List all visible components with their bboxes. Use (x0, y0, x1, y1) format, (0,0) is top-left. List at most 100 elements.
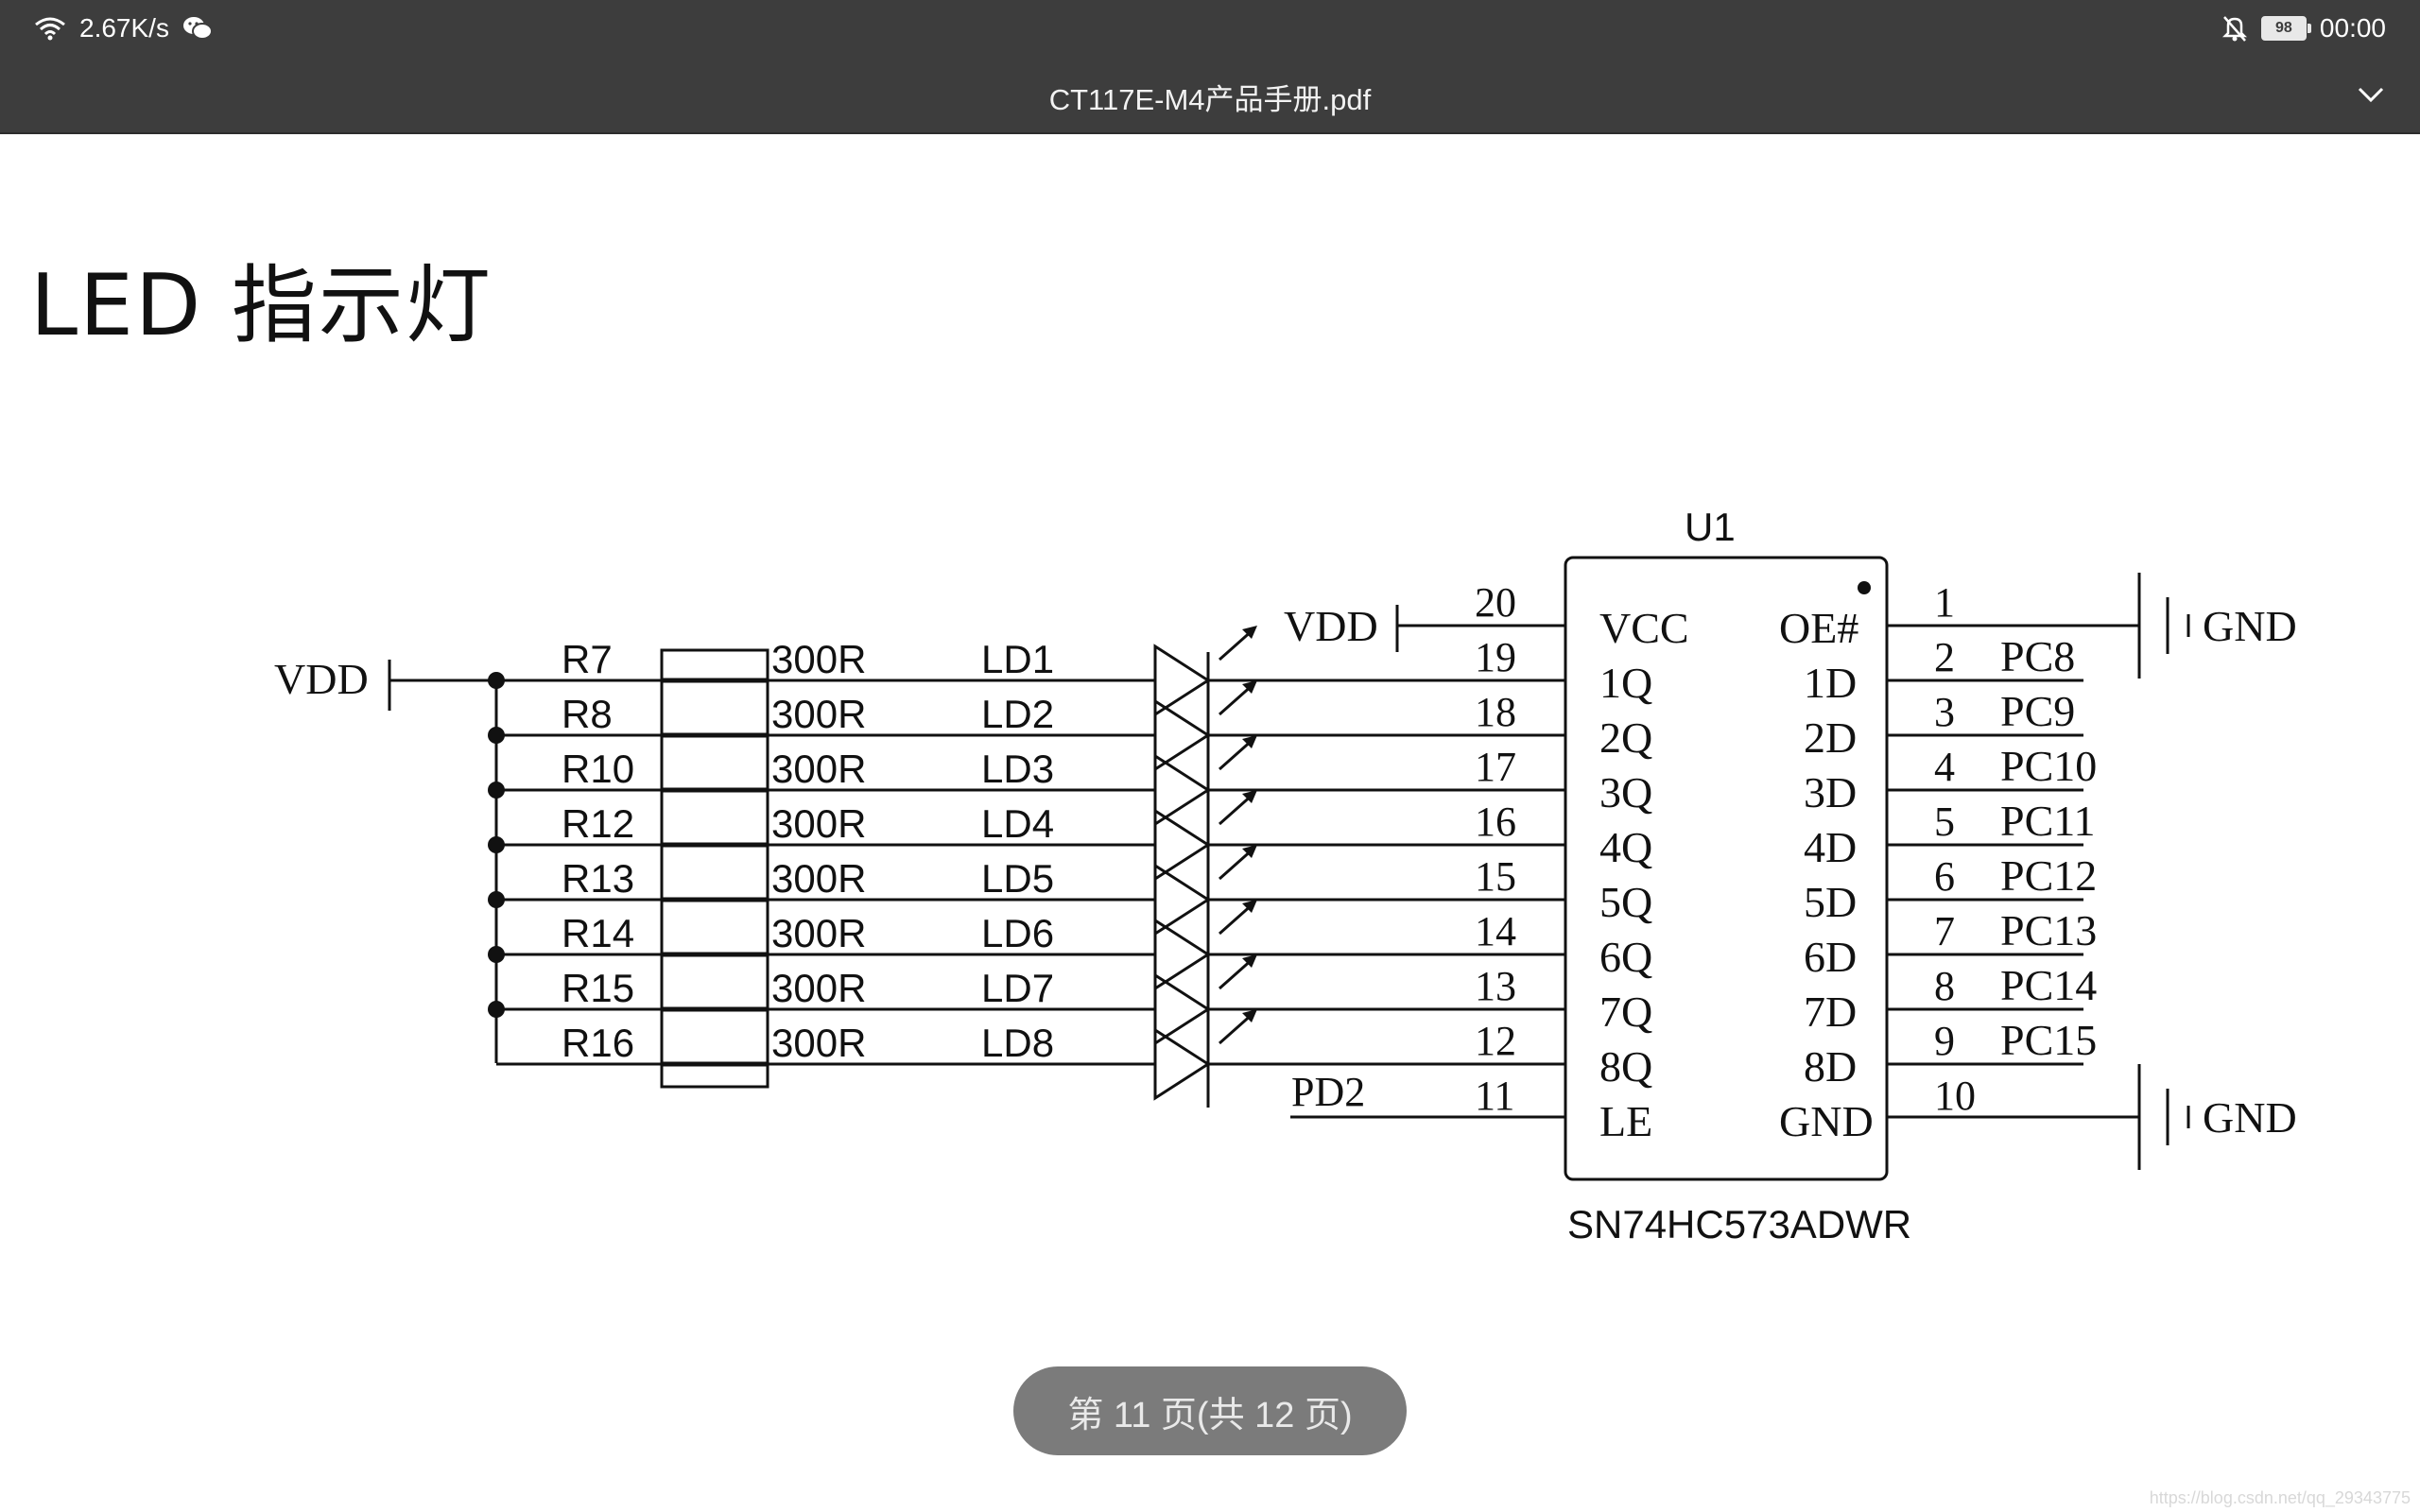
led-emission-arrowhead (1242, 1009, 1257, 1022)
led-label: LD1 (981, 637, 1054, 681)
resistor-label: R7 (562, 637, 613, 681)
resistor-label: R8 (562, 692, 613, 736)
led-emission-arrowhead (1242, 845, 1257, 858)
junction-dot (488, 727, 505, 744)
right-pin-name: GND (1779, 1097, 1874, 1145)
chevron-down-icon[interactable] (2354, 77, 2388, 112)
junction-dot (488, 782, 505, 799)
led-symbol (1153, 1027, 1211, 1101)
led-symbol (1153, 863, 1211, 936)
led-symbol (1153, 972, 1211, 1046)
clock: 00:00 (2319, 13, 2386, 43)
led-symbol (1153, 753, 1211, 827)
page-heading: LED 指示灯 (30, 256, 493, 355)
left-pin-name: 3Q (1599, 768, 1652, 816)
document-title: CT117E-M4产品手册.pdf (1048, 83, 1372, 116)
junction-dot (488, 946, 505, 963)
left-pin-number: 12 (1475, 1018, 1516, 1064)
input-net-label: PC13 (2000, 906, 2097, 954)
status-right: 98 00:00 (2221, 9, 2386, 47)
left-pin-number: 20 (1475, 579, 1516, 626)
resistor-value: 300R (771, 911, 866, 955)
left-pin-number: 11 (1475, 1073, 1514, 1119)
resistor-value: 300R (771, 637, 866, 681)
watermark: https://blog.csdn.net/qq_29343775 (2149, 1488, 2411, 1507)
resistor-label: R14 (562, 911, 634, 955)
right-pin-number: 9 (1934, 1018, 1955, 1064)
right-pin-name: 8D (1804, 1042, 1857, 1091)
battery-level: 98 (2275, 20, 2292, 36)
right-pin-number: 1 (1934, 579, 1955, 626)
right-pin-number: 5 (1934, 799, 1955, 845)
chip-part: SN74HC573ADWR (1567, 1202, 1911, 1246)
led-label: LD5 (981, 856, 1054, 901)
input-net-label: PC10 (2000, 742, 2097, 790)
led-emission-arrowhead (1242, 735, 1257, 748)
mute-icon (2221, 16, 2247, 42)
left-pin-name: 5Q (1599, 878, 1652, 926)
led-emission-arrowhead (1242, 626, 1257, 639)
input-net-label: PC15 (2000, 1016, 2097, 1064)
left-pin-number: 13 (1475, 963, 1516, 1009)
left-pin-name: 8Q (1599, 1042, 1652, 1091)
junction-dot (488, 836, 505, 853)
left-pin-number: 16 (1475, 799, 1516, 845)
gnd-label-bottom: GND (2203, 1093, 2297, 1142)
title-bar: CT117E-M4产品手册.pdf (0, 57, 2420, 134)
left-pin-number: 17 (1475, 744, 1516, 790)
junction-dot (488, 891, 505, 908)
right-pin-number: 4 (1934, 744, 1955, 790)
right-pin-name: 6D (1804, 933, 1857, 981)
junction-dot (488, 1001, 505, 1018)
resistor-label: R10 (562, 747, 634, 791)
left-pin-number: 14 (1475, 908, 1516, 954)
resistor-label: R13 (562, 856, 634, 901)
pin1-marker (1858, 581, 1871, 594)
resistor-value: 300R (771, 801, 866, 846)
right-pin-name: 2D (1804, 713, 1857, 762)
led-label: LD3 (981, 747, 1054, 791)
right-pin-name: 4D (1804, 823, 1857, 871)
right-pin-number: 2 (1934, 634, 1955, 680)
wifi-icon (35, 17, 65, 41)
right-pin-name: OE# (1779, 604, 1858, 652)
input-net-label: PC9 (2000, 687, 2075, 735)
led-label: LD2 (981, 692, 1054, 736)
resistor-label: R15 (562, 966, 634, 1010)
right-pin-number: 3 (1934, 689, 1955, 735)
input-net-label: PC14 (2000, 961, 2097, 1009)
input-net-label: PC12 (2000, 851, 2097, 900)
right-pin-number: 7 (1934, 908, 1955, 954)
led-emission-arrowhead (1242, 790, 1257, 803)
led-symbol (1153, 698, 1211, 772)
vdd-left-label: VDD (274, 655, 369, 703)
right-pin-number: 6 (1934, 853, 1955, 900)
left-pin-name: VCC (1599, 604, 1689, 652)
page-indicator: 第 11 页(共 12 页) (1013, 1366, 1407, 1455)
status-left: 2.67K/s (34, 9, 213, 47)
network-speed: 2.67K/s (79, 13, 169, 43)
right-pin-number: 10 (1934, 1073, 1976, 1119)
chip-ref: U1 (1685, 505, 1736, 549)
le-net: PD2 (1291, 1069, 1365, 1115)
junction-dot (488, 672, 505, 689)
led-label: LD6 (981, 911, 1054, 955)
led-label: LD8 (981, 1021, 1054, 1065)
battery-icon: 98 (2260, 16, 2311, 41)
resistor-value: 300R (771, 1021, 866, 1065)
vdd-top-label: VDD (1284, 602, 1378, 650)
led-symbol (1153, 918, 1211, 991)
resistor-value: 300R (771, 747, 866, 791)
led-label: LD4 (981, 801, 1054, 846)
gnd-label-top: GND (2203, 602, 2297, 650)
right-pin-name: 5D (1804, 878, 1857, 926)
status-bar: 2.67K/s 98 00:00 (0, 0, 2420, 57)
right-pin-name: 7D (1804, 988, 1857, 1036)
right-pin-name: 1D (1804, 659, 1857, 707)
left-pin-name: 1Q (1599, 659, 1652, 707)
resistor-label: R16 (562, 1021, 634, 1065)
led-symbol (1153, 808, 1211, 882)
left-pin-name: 4Q (1599, 823, 1652, 871)
